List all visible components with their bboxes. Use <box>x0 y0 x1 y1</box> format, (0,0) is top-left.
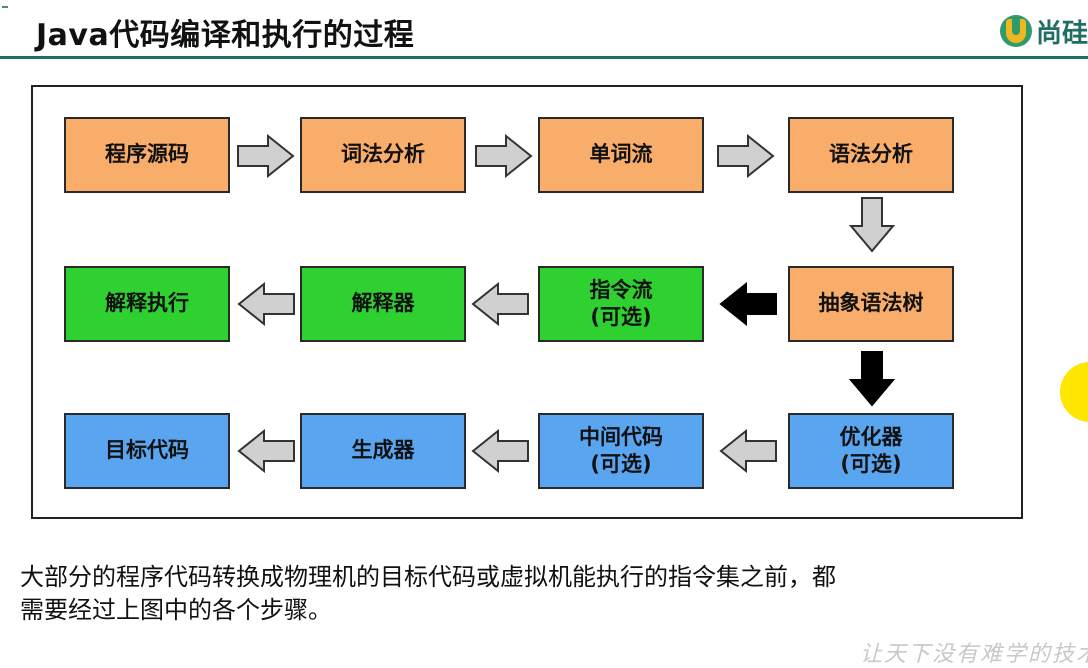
arrow-left-black-icon <box>719 282 777 326</box>
box-generator: 生成器 <box>300 413 466 489</box>
arrow-left-icon <box>237 429 295 473</box>
box-label: 指令流 <box>589 277 653 302</box>
box-source-code: 程序源码 <box>64 117 230 193</box>
arrow-left-icon <box>471 282 529 326</box>
box-label: 词法分析 <box>341 142 425 167</box>
box-label: 生成器 <box>351 438 415 463</box>
box-label: 语法分析 <box>829 142 913 167</box>
pointer-highlight <box>1060 362 1088 422</box>
box-instruction-stream: 指令流 (可选) <box>538 266 704 342</box>
arrow-left-icon <box>237 282 295 326</box>
arrow-down-icon <box>848 197 896 253</box>
box-ast: 抽象语法树 <box>788 266 954 342</box>
box-interpreter: 解释器 <box>300 266 466 342</box>
box-label: 程序源码 <box>105 142 189 167</box>
box-label: 抽象语法树 <box>818 291 924 316</box>
box-interpret-execute: 解释执行 <box>64 266 230 342</box>
box-lexical-analysis: 词法分析 <box>300 117 466 193</box>
brand-logo: 尚硅 <box>1000 12 1088 50</box>
box-token-stream: 单词流 <box>538 117 704 193</box>
page-title: Java代码编译和执行的过程 <box>36 18 415 53</box>
box-sublabel: (可选) <box>840 452 902 476</box>
arrow-right-icon <box>475 134 533 178</box>
box-label: 目标代码 <box>105 438 189 463</box>
arrow-left-icon <box>719 429 777 473</box>
logo-text: 尚硅 <box>1036 18 1088 49</box>
box-label: 解释执行 <box>105 291 189 316</box>
box-label: 单词流 <box>589 142 653 167</box>
box-optimizer: 优化器 (可选) <box>788 413 954 489</box>
box-target-code: 目标代码 <box>64 413 230 489</box>
arrow-right-icon <box>717 134 775 178</box>
box-label: 中间代码 <box>579 424 663 449</box>
caption-line: 大部分的程序代码转换成物理机的目标代码或虚拟机能执行的指令集之前，都 <box>20 563 836 591</box>
box-intermediate-code: 中间代码 (可选) <box>538 413 704 489</box>
logo-icon <box>1000 15 1032 47</box>
box-label: 优化器 <box>839 424 903 449</box>
arrow-down-black-icon <box>848 351 896 407</box>
caption-line: 需要经过上图中的各个步骤。 <box>20 596 332 624</box>
corner-mark <box>2 6 8 14</box>
box-sublabel: (可选) <box>590 305 652 329</box>
arrow-right-icon <box>237 134 295 178</box>
caption-text: 大部分的程序代码转换成物理机的目标代码或虚拟机能执行的指令集之前，都 需要经过上… <box>20 561 1070 627</box>
box-syntax-analysis: 语法分析 <box>788 117 954 193</box>
box-sublabel: (可选) <box>590 452 652 476</box>
header: Java代码编译和执行的过程 尚硅 <box>0 0 1088 59</box>
arrow-left-icon <box>471 429 529 473</box>
header-divider <box>0 56 1088 59</box>
box-label: 解释器 <box>351 291 415 316</box>
watermark: 让天下没有难学的技术 <box>860 642 1088 667</box>
